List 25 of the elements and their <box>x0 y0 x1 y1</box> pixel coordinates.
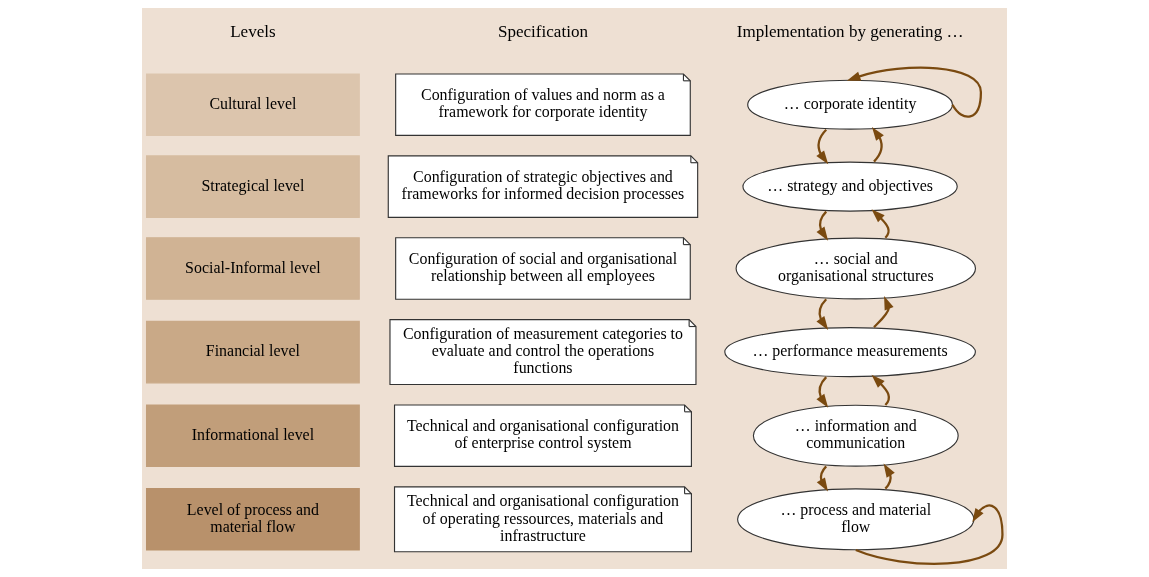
arrow <box>871 209 890 239</box>
node-ellipse: … performance measurements <box>724 327 976 378</box>
node-ellipse: … information and communication <box>752 404 959 467</box>
node-box: Cultural level <box>146 73 360 136</box>
arrow <box>816 376 829 408</box>
node-ellipse: … social and organisational structures <box>735 237 977 300</box>
label: Levels <box>230 22 276 42</box>
arrow <box>873 296 894 328</box>
node-box: Financial level <box>146 320 360 384</box>
arrow <box>871 374 891 406</box>
node-ellipse: … strategy and objectives <box>742 161 958 212</box>
arrow <box>846 66 983 118</box>
node-ellipse: … process and material flow <box>737 488 975 551</box>
node-box: Informational level <box>146 404 360 467</box>
node-box: Social-Informal level <box>146 237 360 300</box>
arrow <box>816 210 829 241</box>
arrow <box>816 298 829 330</box>
arrow <box>871 126 884 163</box>
arrow <box>816 128 829 165</box>
node-box: Level of process and material flow <box>146 488 360 551</box>
node-ellipse: … corporate identity <box>747 79 954 130</box>
label: Specification <box>498 22 588 42</box>
arrow <box>883 463 895 490</box>
node-box: Strategical level <box>146 155 360 218</box>
label: Implementation by generating … <box>736 22 964 42</box>
